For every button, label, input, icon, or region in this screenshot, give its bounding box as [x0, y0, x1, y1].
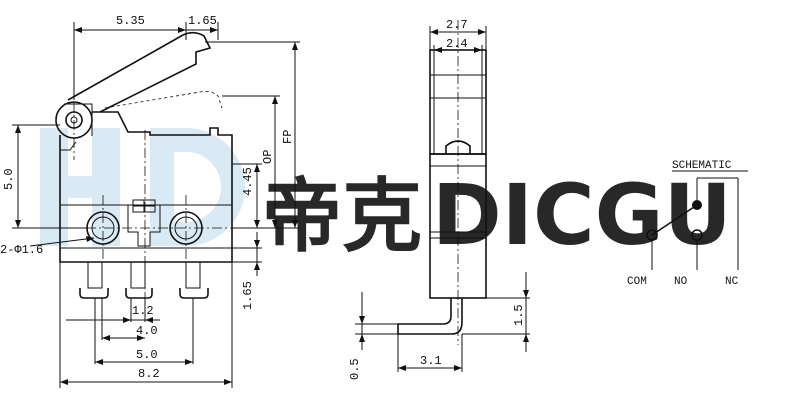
- dim-top-width: 2.7: [446, 18, 468, 32]
- actuator-lever: [55, 31, 223, 139]
- dim-inner-width: 2.4: [446, 37, 468, 51]
- dim-pitch-outer: 4.0: [136, 324, 158, 338]
- dim-terminal-length: 1.65: [241, 281, 255, 310]
- front-dimension-lines: [15, 27, 298, 385]
- dim-hole-diameter: 2-Φ1.6: [0, 243, 43, 257]
- schematic-title: SCHEMATIC: [672, 160, 732, 172]
- dim-height: 5.0: [2, 168, 16, 190]
- dim-terminal-width: 1.2: [132, 304, 154, 318]
- dim-body-width: 8.2: [138, 367, 160, 381]
- schematic-switch-symbol: [646, 177, 739, 270]
- watermark-logo-icon: [40, 128, 245, 246]
- watermark: 帝克 DICGU: [40, 128, 732, 264]
- dim-terminal-bend: 3.1: [420, 354, 442, 368]
- dim-terminal-height: 1.5: [512, 304, 526, 326]
- label-com: COM: [627, 276, 647, 288]
- label-no: NO: [674, 276, 688, 288]
- label-fp: FP: [281, 130, 295, 144]
- watermark-chinese: 帝克: [262, 170, 422, 263]
- front-view: 5.35 1.65 5.0 4.45 OP FP 2-Φ1.6 1.65 1.2…: [0, 14, 300, 388]
- side-terminal: [397, 298, 463, 335]
- dim-terminal-thickness: 0.5: [348, 358, 362, 380]
- terminal-pins: [79, 261, 209, 299]
- side-dimension-lines: [359, 29, 529, 371]
- dim-op-value: 4.45: [241, 167, 255, 196]
- schematic: SCHEMATIC COM NO NC: [627, 160, 748, 288]
- side-view: 2.7 2.4 1.5 0.5 3.1: [348, 18, 530, 380]
- front-extension-lines: [12, 22, 300, 388]
- watermark-brand: DICGU: [432, 166, 732, 264]
- dim-pitch-span: 5.0: [136, 348, 158, 362]
- dim-lever-width: 5.35: [116, 14, 145, 28]
- label-nc: NC: [725, 276, 739, 288]
- dim-lever-offset: 1.65: [188, 14, 217, 28]
- label-op: OP: [261, 150, 275, 164]
